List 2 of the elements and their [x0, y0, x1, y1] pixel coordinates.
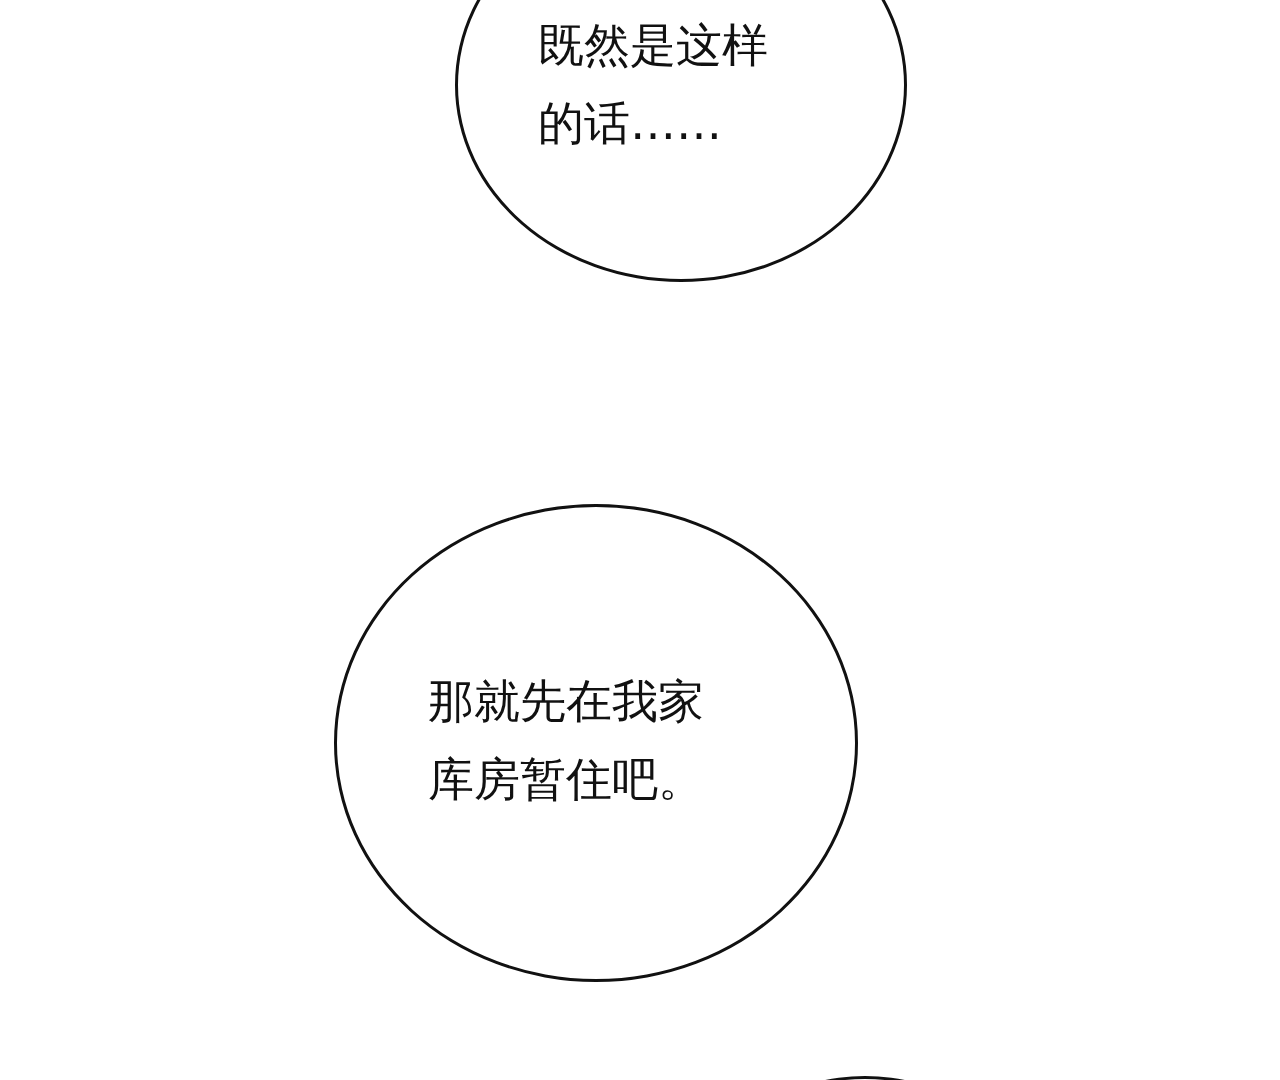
speech-text: 那就先在我家库房暂住吧。 [428, 673, 705, 809]
speech-text: 既然是这样的话…… [538, 17, 769, 153]
